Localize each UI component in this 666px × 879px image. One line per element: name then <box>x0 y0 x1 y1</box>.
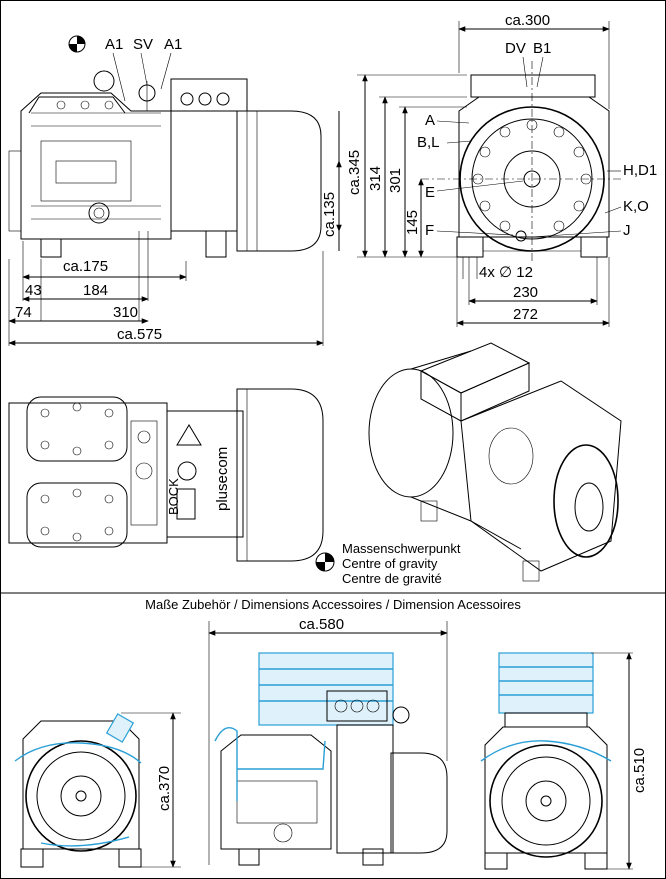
legend: Massenschwerpunkt Centre of gravity Cent… <box>315 541 461 586</box>
dim-272: 272 <box>513 306 538 323</box>
badge-text: BOCK <box>166 478 181 515</box>
front-view: DV B1 A B,L E F H,D1 K,O J ca.300 ca.345… <box>346 12 657 327</box>
foot <box>580 236 608 258</box>
cylinder-head <box>26 396 128 462</box>
end-cover-iso <box>553 444 619 558</box>
label-dv: DV <box>505 40 526 57</box>
accessory-side-view: ca.580 <box>208 616 448 866</box>
label-bl: B,L <box>417 134 440 151</box>
label-e: E <box>425 184 435 201</box>
service-port <box>88 202 110 224</box>
isometric-view <box>368 342 622 582</box>
cylinder-head <box>26 482 128 548</box>
terminal-box-front <box>470 74 596 98</box>
label-f: F <box>425 222 434 239</box>
eye-bolt <box>93 70 115 92</box>
dim-ca135: ca.135 <box>321 192 338 237</box>
dim-74: 74 <box>15 304 32 321</box>
label-a: A <box>425 112 435 129</box>
motor-end <box>368 368 454 498</box>
accessory-front-view: ca.370 <box>14 712 181 868</box>
foot <box>205 230 227 258</box>
foot <box>40 238 62 258</box>
dim-ca175: ca.175 <box>63 258 108 275</box>
legend-line-1: Massenschwerpunkt <box>342 541 461 556</box>
dim-145: 145 <box>404 210 421 235</box>
dim-ca370: ca.370 <box>156 766 173 811</box>
label-sv: SV <box>133 36 153 53</box>
legend-line-3: Centre de gravité <box>342 571 442 586</box>
dim-314: 314 <box>367 166 384 191</box>
gravity-icon <box>68 35 86 53</box>
dim-holes: 4x ∅ 12 <box>479 264 533 281</box>
dim-ca580: ca.580 <box>299 616 344 633</box>
dim-ca300: ca.300 <box>505 12 550 29</box>
dim-ca575: ca.575 <box>117 326 162 343</box>
label-b1: B1 <box>533 40 551 57</box>
end-cover <box>25 740 137 852</box>
dim-310: 310 <box>113 304 138 321</box>
motor-housing-top <box>236 388 324 562</box>
label-j: J <box>623 222 631 239</box>
brand-text: plusecom <box>214 447 231 511</box>
accessory-front-view-2: ca.510 <box>480 652 648 870</box>
dim-184: 184 <box>83 282 108 299</box>
accessory-box <box>258 652 394 726</box>
label-a1-right: A1 <box>164 36 182 53</box>
dim-301: 301 <box>387 168 404 193</box>
top-view: BOCK plusecom <box>8 388 324 562</box>
legend-line-2: Centre of gravity <box>342 556 438 571</box>
side-view: A1 SV A1 ca.135 ca.175 43 184 74 310 ca.… <box>8 35 342 346</box>
accessory-box <box>498 652 594 714</box>
gravity-icon <box>315 552 335 572</box>
accessories-title: Maße Zubehör / Dimensions Accessoires / … <box>145 597 521 612</box>
motor-flange <box>170 110 238 232</box>
label-k-o: K,O <box>623 198 649 215</box>
crankcase-top <box>8 402 168 544</box>
terminal-box-iso <box>419 342 531 394</box>
dim-43: 43 <box>25 282 42 299</box>
dim-ca345: ca.345 <box>346 150 363 195</box>
motor-housing <box>236 110 322 252</box>
foot <box>456 236 484 258</box>
label-a1-left: A1 <box>105 36 123 53</box>
compressor-iso <box>460 380 622 572</box>
label-h-d1: H,D1 <box>623 162 657 179</box>
dim-230: 230 <box>513 284 538 301</box>
dim-ca510: ca.510 <box>631 748 648 793</box>
